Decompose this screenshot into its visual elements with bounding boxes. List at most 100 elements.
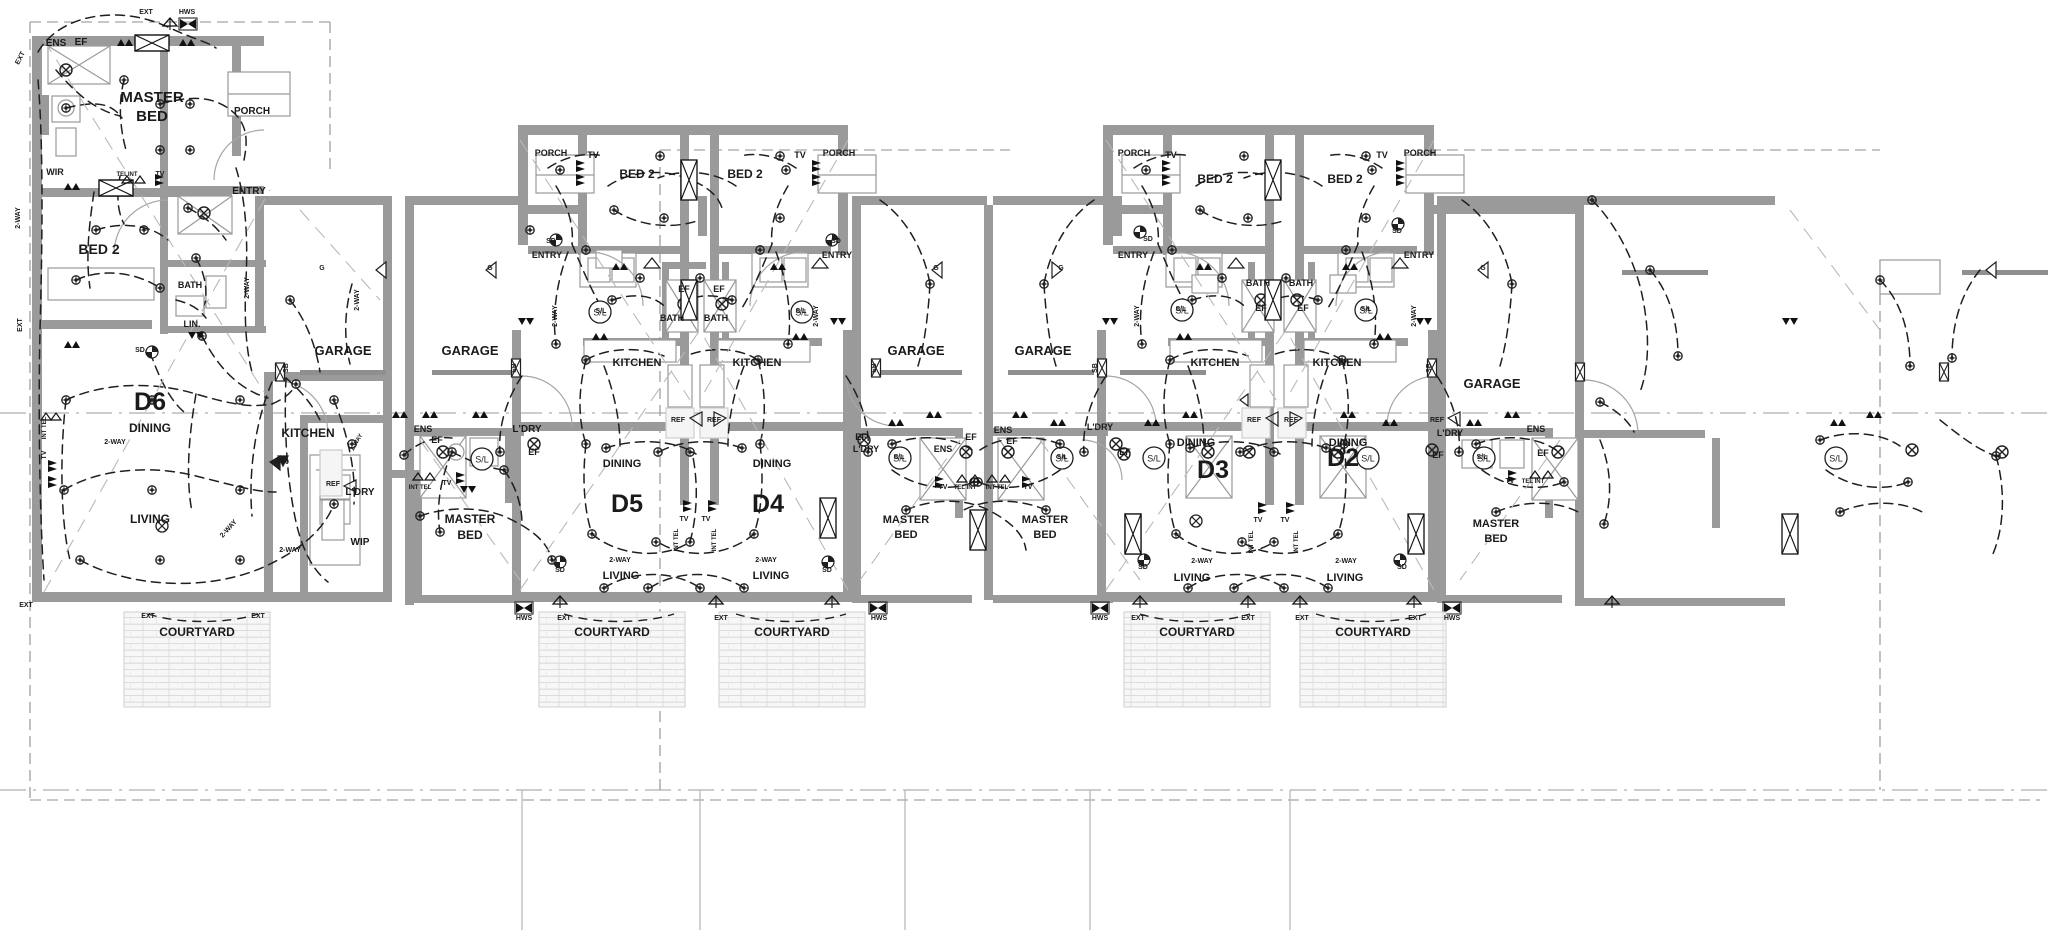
- annotation-label: SD: [1397, 564, 1407, 571]
- room-label: GARAGE: [1463, 376, 1520, 391]
- room-label: L'DRY: [345, 487, 375, 498]
- room-label-line: PORCH: [234, 106, 270, 117]
- wiring-runs: [37, 14, 2004, 589]
- room-label-line: ENTRY: [1404, 250, 1434, 260]
- annotation-label: REF: [1430, 417, 1445, 424]
- room-label-line: BED: [457, 528, 483, 542]
- room-label-line: EF: [1255, 303, 1267, 313]
- annotation-label: INT TEL: [42, 416, 48, 439]
- room-label-line: GARAGE: [1463, 376, 1520, 391]
- room-label-line: L'DRY: [512, 424, 542, 435]
- room-label: PORCH: [1118, 148, 1151, 158]
- room-label-line: KITCHEN: [281, 426, 334, 440]
- room-label: KITCHEN: [733, 357, 782, 369]
- room-label-line: DINING: [129, 421, 171, 435]
- room-label: EF: [1537, 448, 1549, 458]
- room-label: EF: [678, 284, 690, 294]
- room-label-line: LIVING: [603, 570, 640, 582]
- annotation-label: 750: [277, 459, 289, 466]
- unit-tag-label: D4: [752, 490, 784, 518]
- room-label: BED 2: [1197, 172, 1233, 186]
- room-label: EF: [431, 435, 443, 445]
- room-label: LIVING: [130, 512, 170, 526]
- room-label-line: BATH: [704, 313, 728, 323]
- room-label-line: GARAGE: [441, 343, 498, 358]
- annotation-label: S/L: [796, 308, 808, 315]
- annotation-label: SB: [1092, 363, 1099, 373]
- room-label: L'DRY: [853, 444, 879, 454]
- annotation-label: TELINT: [117, 172, 138, 178]
- room-label-line: LIVING: [753, 570, 790, 582]
- room-label-line: EF: [713, 284, 725, 294]
- annotation-label: TEL INT: [954, 485, 977, 491]
- room-label: L'DRY: [1437, 428, 1463, 438]
- room-label-line: MASTER: [1022, 514, 1069, 526]
- room-label-line: EF: [528, 447, 540, 457]
- room-label: BATH: [660, 313, 684, 323]
- room-label: DINING: [603, 458, 642, 470]
- annotation-label: TV: [1506, 478, 1515, 485]
- room-label-line: BATH: [1246, 278, 1270, 288]
- room-label-line: EF: [965, 432, 977, 442]
- room-label-line: TV: [587, 150, 599, 160]
- unit-tag-label: D5: [611, 490, 643, 518]
- room-label-line: EF: [1297, 303, 1309, 313]
- annotation-label: HWS: [516, 615, 533, 622]
- annotation-label: REF: [671, 417, 686, 424]
- room-label: L'DRY: [512, 424, 542, 435]
- room-label-line: L'DRY: [345, 487, 375, 498]
- room-label-line: EF: [75, 37, 88, 48]
- room-label: SD: [1392, 228, 1402, 235]
- room-label-line: LIVING: [130, 512, 170, 526]
- room-label: SD: [831, 238, 841, 245]
- unit-tag-d4: D4: [752, 490, 784, 518]
- room-label: TV: [587, 150, 599, 160]
- room-label: ENS: [1527, 424, 1546, 434]
- annotation-label: TV: [41, 450, 48, 459]
- annotation-label: 2-WAY: [104, 439, 126, 446]
- room-label-line: GARAGE: [1014, 343, 1071, 358]
- room-label-line: MASTER: [445, 512, 496, 526]
- annotation-label: SB: [871, 363, 878, 373]
- room-label: KITCHEN: [1191, 357, 1240, 369]
- room-label-line: GARAGE: [314, 343, 371, 358]
- unit-tag-label: D3: [1197, 456, 1229, 484]
- room-label: DINING: [1177, 437, 1216, 449]
- courtyard-label: COURTYARD: [159, 625, 235, 639]
- annotation-label: 2-WAY: [1335, 558, 1357, 565]
- room-label-line: MASTER: [120, 89, 184, 106]
- room-label-line: BED: [894, 529, 917, 541]
- room-label-line: BED 2: [1327, 172, 1363, 186]
- room-label-line: BED: [1484, 533, 1507, 545]
- annotation-label: TEL INT: [1522, 479, 1545, 485]
- grid-separators: [521, 790, 1291, 930]
- door-swings: [113, 129, 1639, 481]
- annotation-label: TV: [156, 171, 165, 178]
- room-label-line: ENS: [46, 38, 67, 49]
- room-label: TV: [1376, 150, 1388, 160]
- room-label: EF: [1432, 450, 1444, 460]
- room-label-line: BED 2: [727, 167, 763, 181]
- annotation-label: SD: [555, 567, 565, 574]
- room-label: GARAGE: [441, 343, 498, 358]
- annotation-label: 2-WAY: [1411, 305, 1418, 327]
- annotation-label: TV: [680, 516, 689, 523]
- annotation-label: TV: [1024, 484, 1033, 491]
- annotation-label: 2-WAY: [1191, 558, 1213, 565]
- room-label-line: BED: [1033, 529, 1056, 541]
- annotation-label: SB: [1426, 363, 1433, 373]
- room-label: ENS: [994, 425, 1013, 435]
- annotation-label: REF: [707, 417, 722, 424]
- room-label-line: ENTRY: [232, 186, 266, 197]
- room-label: BED 2: [1327, 172, 1363, 186]
- room-label-line: TV: [1376, 150, 1388, 160]
- room-label: DINING: [753, 458, 792, 470]
- room-label-line: L'DRY: [1087, 422, 1113, 432]
- room-label-line: ENTRY: [1118, 250, 1148, 260]
- room-label-line: ENS: [934, 444, 953, 454]
- unit-tag-label: D6: [134, 388, 166, 416]
- room-label-line: SD: [1392, 228, 1402, 235]
